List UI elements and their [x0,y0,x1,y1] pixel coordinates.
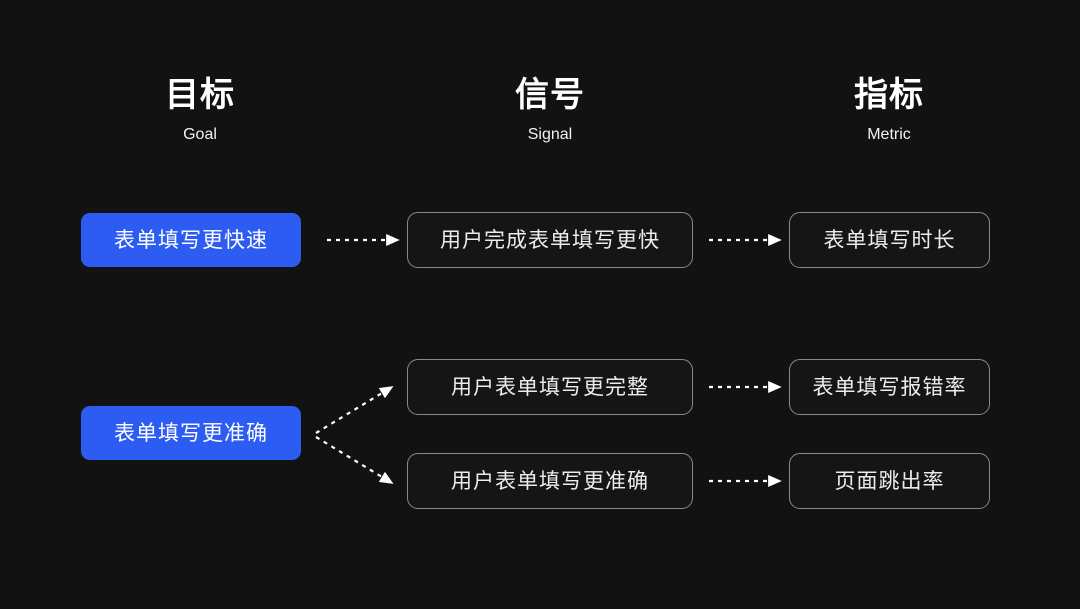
signal-box-1-label: 用户完成表单填写更快 [440,228,660,252]
signal-box-3-label: 用户表单填写更准确 [451,469,649,493]
connector-goal2-signal3 [315,436,394,484]
column-header-goal: 目标 Goal [100,74,300,146]
column-header-metric-en: Metric [867,126,911,143]
column-header-signal-en: Signal [527,126,573,143]
signal-box-1[interactable]: 用户完成表单填写更快 [407,212,693,268]
column-header-goal-cn: 目标 [165,76,235,114]
column-header-signal: 信号 Signal [450,74,650,146]
column-header-metric: 指标 Metric [789,74,989,146]
column-header-metric-cn: 指标 [854,76,924,114]
signal-box-3[interactable]: 用户表单填写更准确 [407,453,693,509]
goal-box-2[interactable]: 表单填写更准确 [81,406,301,460]
metric-box-1-label: 表单填写时长 [823,228,956,252]
metric-box-3-label: 页面跳出率 [834,469,945,493]
column-header-signal-cn: 信号 [515,76,585,114]
metric-box-2-label: 表单填写报错率 [812,375,967,399]
goal-box-1-label: 表单填写更快速 [114,228,268,252]
goal-box-2-label: 表单填写更准确 [114,421,268,445]
metric-box-3[interactable]: 页面跳出率 [789,453,990,509]
column-header-goal-en: Goal [183,126,217,143]
metric-box-1[interactable]: 表单填写时长 [789,212,990,268]
signal-box-2[interactable]: 用户表单填写更完整 [407,359,693,415]
signal-box-2-label: 用户表单填写更完整 [451,375,649,399]
metric-box-2[interactable]: 表单填写报错率 [789,359,990,415]
connector-goal2-signal2 [315,386,394,434]
goal-box-1[interactable]: 表单填写更快速 [81,213,301,267]
